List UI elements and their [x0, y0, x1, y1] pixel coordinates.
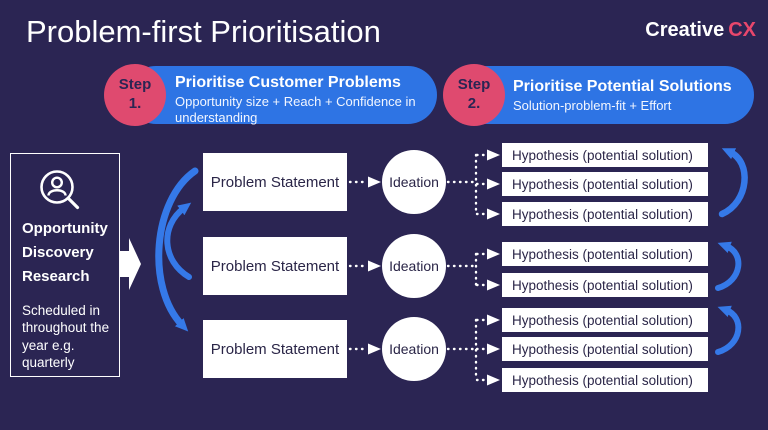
hypothesis-arrowheads: [487, 149, 500, 386]
step1-badge-number: 1.: [128, 95, 142, 112]
step1-badge: Step 1.: [104, 64, 166, 126]
brand-logo-accent: CX: [728, 19, 756, 41]
step1-badge-word: Step: [118, 76, 152, 94]
problem-statement-box-1: Problem Statement: [203, 153, 347, 211]
right-cycle-arrow-1: [718, 148, 748, 218]
step2-badge-word: Step: [457, 76, 491, 94]
step1-pill: Prioritise Customer Problems Opportunity…: [127, 66, 437, 126]
hypothesis-box-7: Hypothesis (potential solution): [502, 337, 708, 361]
step2-subtitle: Solution-problem-fit + Effort: [513, 98, 672, 113]
cycle-arrow-down: [155, 167, 199, 332]
ideation-circle-3: Ideation: [382, 317, 446, 381]
discovery-title: Opportunity Discovery Research: [22, 220, 108, 285]
cycle-arrow-up: [164, 202, 192, 280]
user-research-magnifier-icon: [40, 170, 80, 210]
right-cycle-arrows: [715, 148, 748, 355]
problem-statement-box-2: Problem Statement: [203, 237, 347, 295]
step1-title: Prioritise Customer Problems: [175, 74, 401, 91]
hypothesis-box-8: Hypothesis (potential solution): [502, 368, 708, 392]
step2-pill: Prioritise Potential Solutions Solution-…: [458, 66, 754, 124]
step2-pill-content: Prioritise Potential Solutions Solution-…: [458, 66, 745, 114]
discovery-output-arrow: [119, 238, 141, 290]
discovery-note: Scheduled in throughout the year e.g. qu…: [22, 303, 110, 370]
hypothesis-box-4: Hypothesis (potential solution): [502, 242, 708, 266]
ideation-circle-1: Ideation: [382, 150, 446, 214]
problem-to-ideation-arrowheads: [368, 176, 381, 355]
hypothesis-box-1: Hypothesis (potential solution): [502, 143, 708, 167]
brand-logo-text: Creative: [645, 19, 725, 41]
hypothesis-box-5: Hypothesis (potential solution): [502, 273, 708, 297]
step1-subtitle: Opportunity size + Reach + Confidence in…: [175, 94, 416, 126]
left-cycle-arrows: [155, 167, 199, 332]
hypothesis-box-3: Hypothesis (potential solution): [502, 202, 708, 226]
right-cycle-arrow-2: [715, 241, 742, 291]
ideation-circle-2: Ideation: [382, 234, 446, 298]
problem-to-ideation-connectors: [348, 180, 367, 351]
hypothesis-box-2: Hypothesis (potential solution): [502, 172, 708, 196]
step2-badge-number: 2.: [467, 95, 481, 112]
ideation-to-hypothesis-connectors: [446, 153, 488, 382]
step2-badge: Step 2.: [443, 64, 505, 126]
right-cycle-arrow-3: [715, 305, 742, 355]
step2-title: Prioritise Potential Solutions: [513, 78, 732, 95]
problem-statement-box-3: Problem Statement: [203, 320, 347, 378]
page-title: Problem-first Prioritisation: [26, 14, 381, 49]
hypothesis-box-6: Hypothesis (potential solution): [502, 308, 708, 332]
step1-pill-content: Prioritise Customer Problems Opportunity…: [127, 66, 433, 126]
discovery-research-box: Opportunity Discovery Research Scheduled…: [10, 153, 120, 377]
